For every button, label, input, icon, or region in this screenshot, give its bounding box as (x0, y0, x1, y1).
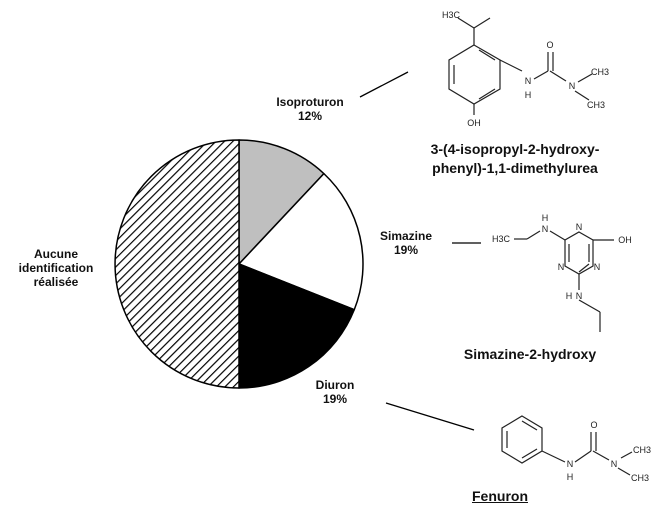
atom-n: N (611, 459, 618, 469)
atom-h: H (542, 213, 549, 223)
atom-ch3: CH3 (587, 100, 605, 110)
caption-isoproturon-metabolite: 3-(4-isopropyl-2-hydroxy- phenyl)-1,1-di… (395, 140, 635, 178)
structure-isoproturon-metabolite-atoms: H3C OH N H O N CH3 CH3 (442, 10, 609, 128)
slice-label-diuron: Diuron 19% (295, 378, 375, 406)
atom-h: H (566, 291, 573, 301)
atom-n: N (576, 291, 583, 301)
caption-fenuron-name: Fenuron (472, 488, 528, 504)
caption-line-1: 3-(4-isopropyl-2-hydroxy- (430, 141, 600, 157)
structure-isoproturon-metabolite (448, 17, 593, 115)
slice-name-simazine: Simazine (379, 229, 433, 243)
atom-n: N (542, 224, 549, 234)
slice-value-isoproturon: 12% (297, 109, 323, 123)
structure-fenuron-atoms: O N H N CH3 CH3 (567, 420, 651, 483)
caption-fenuron: Fenuron (440, 487, 560, 506)
slice-value-simazine: 19% (393, 243, 419, 257)
atom-n: N (576, 222, 583, 232)
slice-name-isoproturon: Isoproturon (276, 95, 344, 109)
structure-simazine-2-hydroxy (514, 230, 614, 332)
structure-simazine-2-hydroxy-atoms: H3C N H N OH N N N H (492, 213, 632, 301)
atom-h: H (567, 472, 574, 482)
structure-fenuron (501, 415, 633, 476)
slice-name-line-3: réalisée (33, 275, 79, 289)
leader-line-isoproturon (359, 71, 409, 98)
atom-oh: OH (467, 118, 481, 128)
slice-name-line-1: Aucune (33, 247, 78, 261)
atom-oh: OH (618, 235, 632, 245)
atom-n: N (558, 262, 565, 272)
atom-o: O (546, 40, 553, 50)
atom-n: N (525, 76, 532, 86)
atom-ch3: CH3 (633, 445, 651, 455)
pie-slice-diuron (238, 263, 356, 389)
atom-ch3: CH3 (591, 67, 609, 77)
atom-o: O (590, 420, 597, 430)
caption-simazine-name: Simazine-2-hydroxy (463, 346, 597, 362)
atom-n: N (594, 262, 601, 272)
caption-line-2: phenyl)-1,1-dimethylurea (432, 160, 598, 176)
atom-h3c: H3C (492, 234, 511, 244)
slice-label-simazine: Simazine 19% (366, 229, 446, 257)
atom-n: N (567, 459, 574, 469)
caption-simazine-2-hydroxy: Simazine-2-hydroxy (430, 345, 630, 364)
slice-label-isoproturon: Isoproturon 12% (255, 95, 365, 123)
atom-ch3: CH3 (631, 473, 649, 483)
atom-n: N (569, 81, 576, 91)
slice-name-diuron: Diuron (315, 378, 355, 392)
pie-slice-isoproturon (238, 139, 325, 265)
atom-h: H (525, 90, 532, 100)
slice-label-aucune-identification: Aucune identification réalisée (0, 247, 112, 289)
pie-slices (114, 139, 364, 389)
pie-slice-aucune (114, 139, 240, 389)
slice-value-diuron: 19% (322, 392, 348, 406)
atom-h3c: H3C (442, 10, 461, 20)
leader-line-diuron (385, 402, 475, 431)
slice-name-line-2: identification (18, 261, 94, 275)
